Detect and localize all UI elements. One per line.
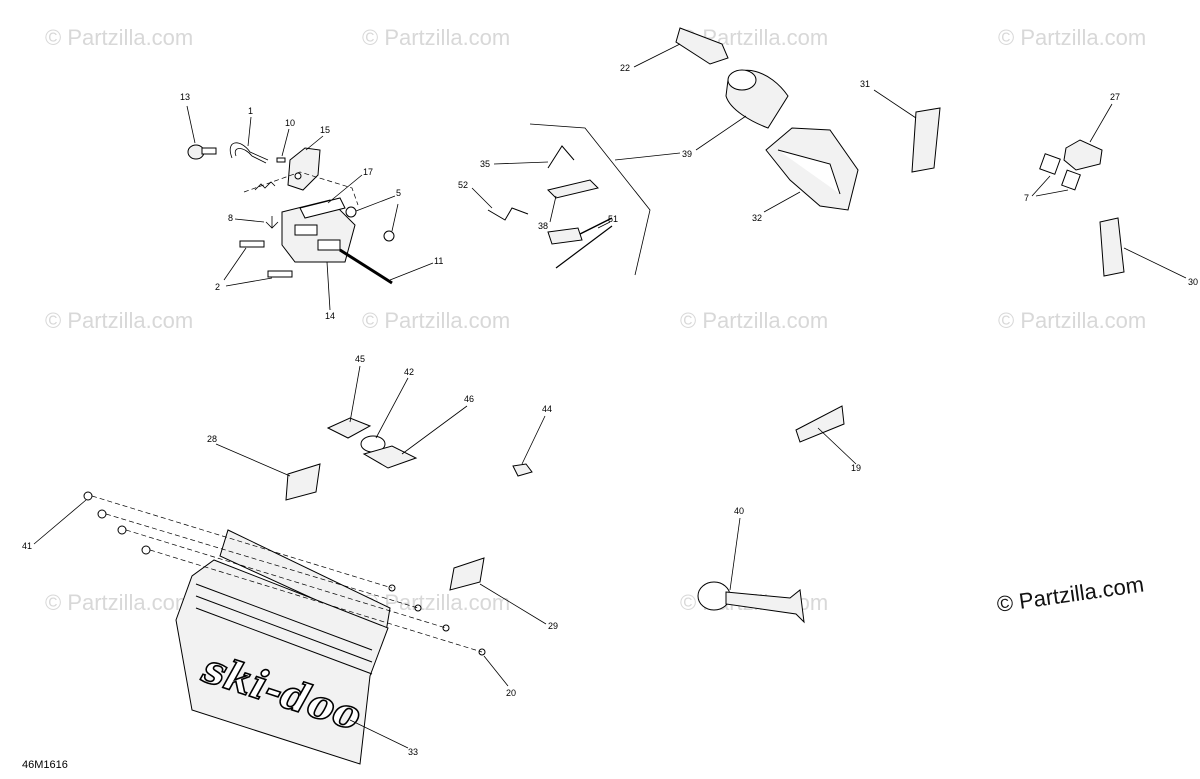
part-27-latch: [1063, 139, 1103, 171]
watermark: © Partzilla.com: [998, 25, 1146, 50]
callout-27: 27: [1110, 92, 1120, 102]
part-2-bolt: [267, 270, 293, 278]
callout-7: 7: [1024, 193, 1029, 203]
callout-13: 13: [180, 92, 190, 102]
callout-42: 42: [404, 367, 414, 377]
callout-29: 29: [548, 621, 558, 631]
callout-14: 14: [325, 311, 335, 321]
part-29-decal: [449, 557, 485, 591]
part-28-decal: [285, 463, 321, 501]
part-13-shaft: [201, 147, 217, 155]
part-11-rod: [339, 248, 393, 285]
callout-45: 45: [355, 354, 365, 364]
nut: [414, 604, 422, 612]
part-5-nut: [383, 230, 395, 242]
watermark: © Partzilla.com: [362, 308, 510, 333]
part-33-flap: [175, 559, 389, 765]
callout-8: 8: [228, 213, 233, 223]
callout-35: 35: [480, 159, 490, 169]
watermarks: © Partzilla.com © Partzilla.com © Partzi…: [45, 25, 1146, 617]
callout-10: 10: [285, 118, 295, 128]
part-20-nut: [478, 648, 486, 656]
callout-19: 19: [851, 463, 861, 473]
callouts: 13 1 10 15 17 5 8 2 11 14 22 35 39 52 38…: [22, 63, 1198, 757]
part-31-decal: [911, 107, 941, 173]
part-40-stem: [725, 589, 805, 624]
part-38-wrench: [547, 179, 599, 199]
watermark: © Partzilla.com: [45, 590, 193, 615]
part-41-bolt: [97, 509, 107, 519]
part-2-bolt: [239, 240, 265, 248]
callout-52: 52: [458, 180, 468, 190]
callout-20: 20: [506, 688, 516, 698]
callout-1: 1: [248, 106, 253, 116]
callout-30: 30: [1188, 277, 1198, 287]
part-17-plate: [299, 197, 346, 219]
part-41-bolt: [83, 491, 93, 501]
part-46-decal: [362, 445, 418, 469]
watermark: © Partzilla.com: [45, 308, 193, 333]
part-41-bolt: [141, 545, 151, 555]
callout-32: 32: [752, 213, 762, 223]
callout-11: 11: [434, 256, 443, 266]
tool-kit: [471, 123, 681, 276]
part-44-clip: [512, 463, 533, 477]
part-7-gasket: [1039, 153, 1061, 175]
callout-38: 38: [538, 221, 548, 231]
callout-44: 44: [542, 404, 552, 414]
light-assembly: [633, 27, 859, 213]
part-22-clip: [675, 27, 729, 65]
callout-28: 28: [207, 434, 217, 444]
part-15-latch: [287, 147, 321, 191]
part-52-allen-key: [487, 207, 529, 221]
callout-22: 22: [620, 63, 630, 73]
callout-46: 46: [464, 394, 474, 404]
part-35-allen-key: [547, 145, 575, 169]
part-51-screwdriver: [547, 227, 583, 245]
part-7-gasket: [1061, 169, 1081, 191]
part-8-anchor: [265, 216, 279, 229]
part-19-decal: [795, 405, 845, 443]
part-41-bolt: [117, 525, 127, 535]
spring: [254, 181, 276, 191]
callout-33: 33: [408, 747, 418, 757]
callout-17: 17: [363, 167, 373, 177]
part-5-nut: [345, 206, 357, 218]
callout-39: 39: [682, 149, 692, 159]
snow-flap-assembly: ski-doo: [33, 491, 547, 765]
callout-31: 31: [860, 79, 870, 89]
part-10-pin: [276, 157, 286, 163]
bag-outline-line: [529, 123, 651, 276]
watermark: © Partzilla.com: [45, 25, 193, 50]
hitch-assembly: [186, 105, 434, 311]
callout-51: 51: [608, 214, 618, 224]
mirror-assembly: [697, 517, 805, 624]
callout-40: 40: [734, 506, 744, 516]
right-decals: [873, 89, 1187, 279]
watermark: © Partzilla.com: [680, 308, 828, 333]
watermark-main: © Partzilla.com: [995, 572, 1145, 617]
middle-decals: [215, 365, 857, 501]
part-40-mirror: [697, 581, 731, 611]
diagram-code: 46M1616: [22, 759, 68, 771]
part-30-decal: [1099, 217, 1125, 277]
callout-2: 2: [215, 282, 220, 292]
watermark: © Partzilla.com: [998, 308, 1146, 333]
watermark: © Partzilla.com: [362, 25, 510, 50]
part-1-clip: [229, 142, 269, 161]
callout-5: 5: [396, 188, 401, 198]
part-45-decal: [326, 417, 372, 439]
nut: [442, 624, 450, 632]
callout-15: 15: [320, 125, 330, 135]
callout-41: 41: [22, 541, 32, 551]
